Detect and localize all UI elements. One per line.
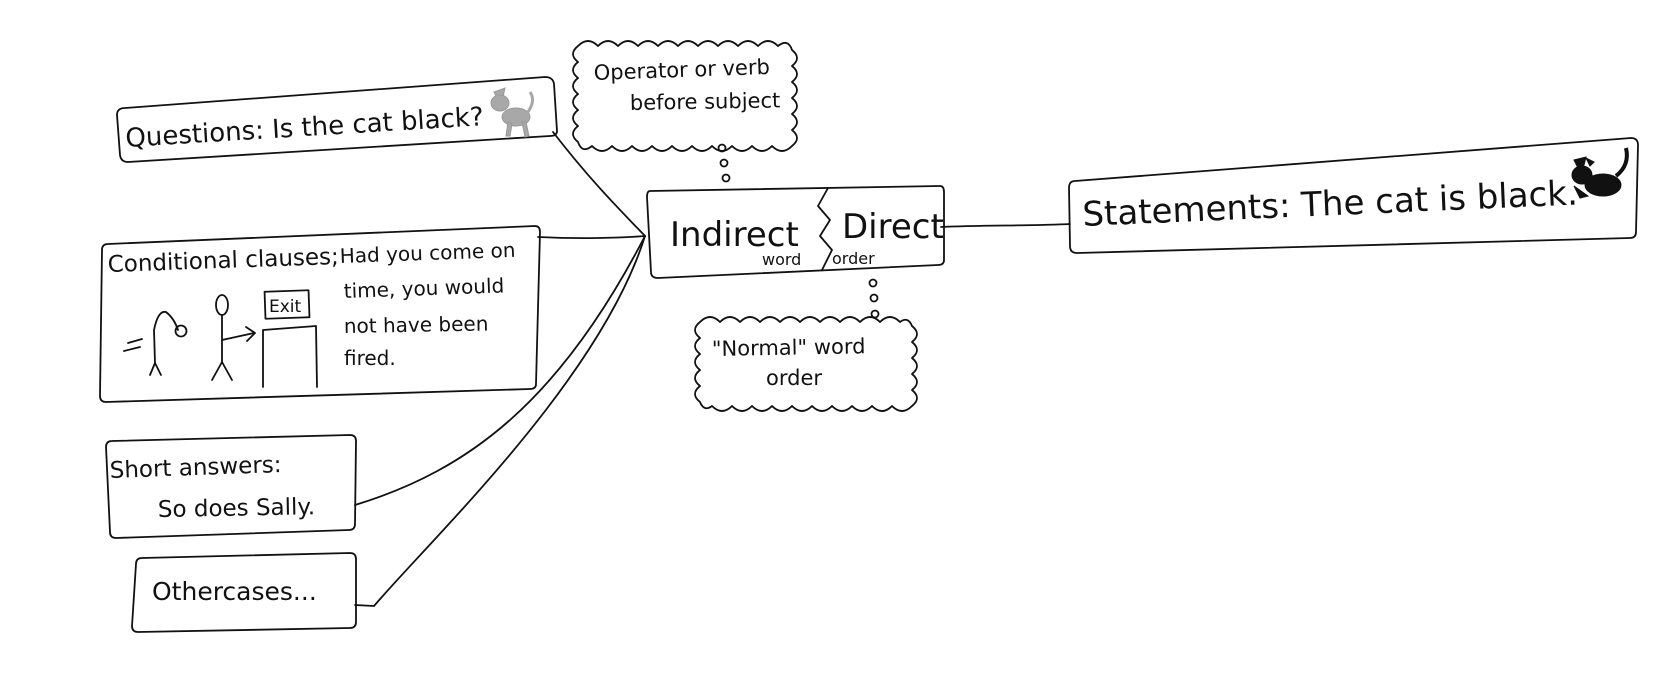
center-box [646, 185, 945, 279]
conditional-line-1: Had you come on [339, 238, 515, 268]
center-direct: Direct [842, 207, 944, 247]
exit-sign-text: Exit [269, 297, 302, 317]
cloud-top-shape [572, 40, 798, 152]
thought-dot [868, 278, 878, 288]
exit-door-icon [262, 289, 318, 388]
conditional-label: Conditional clauses; [107, 244, 339, 278]
connector-statements [940, 223, 1071, 228]
questions-box [116, 76, 558, 163]
cloud-bottom-line2: order [766, 366, 822, 390]
conditional-line-2: time, you would [343, 273, 504, 303]
short-answers-line2: So does Sally. [158, 494, 316, 523]
grey-cat-icon [490, 87, 535, 138]
connector-other-cases [354, 235, 646, 607]
center-indirect: Indirect [670, 215, 799, 255]
statements-text: Statements: The cat is black. [1082, 173, 1579, 235]
connector-conditional [537, 235, 646, 239]
thought-dot [719, 158, 729, 168]
conditional-box [99, 225, 541, 403]
center-divider [817, 187, 833, 271]
center-word: word [762, 250, 801, 269]
conditional-line-4: fired. [344, 346, 396, 370]
other-cases-box [131, 552, 357, 633]
thought-dot [869, 293, 879, 303]
cloud-top-line2: before subject [630, 88, 781, 115]
running-figure-icon [123, 310, 188, 376]
connector-questions [552, 131, 646, 237]
short-answers-box [105, 434, 357, 539]
statements-box [1068, 137, 1639, 254]
cloud-top-line1: Operator or verb [593, 55, 770, 85]
cloud-bottom-shape [694, 316, 918, 412]
conditional-line-3: not have been [344, 311, 489, 338]
other-cases-text: Othercases... [152, 577, 317, 606]
short-answers-line1: Short answers: [109, 452, 282, 484]
center-order: order [832, 249, 875, 268]
thought-dot [721, 173, 731, 183]
cloud-bottom-line1: "Normal" word [712, 334, 866, 361]
black-cat-icon [1571, 147, 1629, 199]
questions-text: Questions: Is the cat black? [125, 102, 485, 154]
pointing-figure-icon [211, 294, 256, 381]
connector-short-answers [354, 235, 646, 506]
